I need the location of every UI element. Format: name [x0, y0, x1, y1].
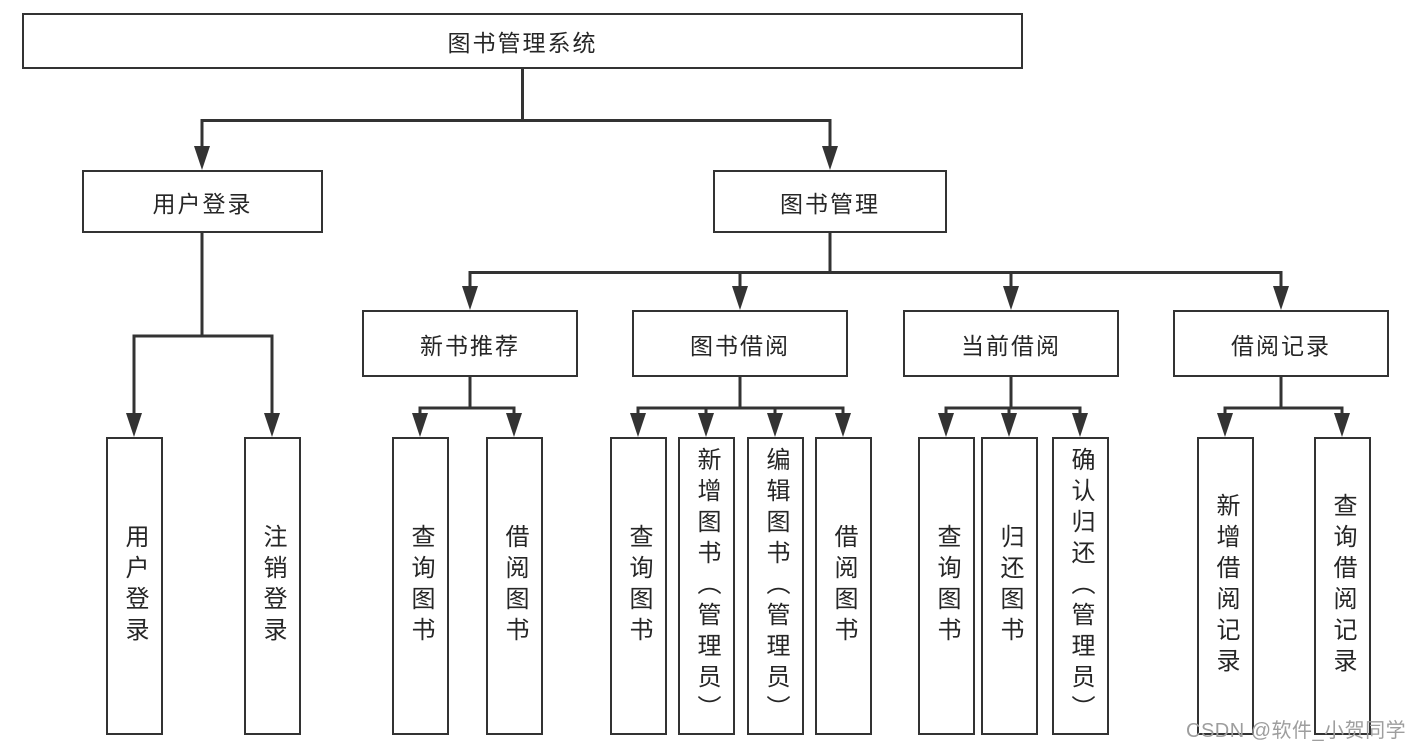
leaf-borrow-edit-book-admin: 编辑图书（管理员）	[746, 437, 804, 735]
leaf-current-return-book-label: 归还图书	[996, 524, 1023, 648]
leaf-borrow-query-book: 查询图书	[609, 437, 667, 735]
connector-user-login-to-leaves	[132, 233, 274, 415]
node-book-management-label: 图书管理	[780, 190, 880, 217]
connector-root-to-level2	[200, 69, 832, 148]
arrowheads-level3	[462, 286, 1289, 310]
leaf-records-add-record-label: 新增借阅记录	[1212, 493, 1239, 679]
node-user-login-label: 用户登录	[152, 190, 253, 217]
leaf-current-confirm-return-admin: 确认归还（管理员）	[1051, 437, 1109, 735]
leaf-logout-login-label: 注销登录	[259, 524, 286, 648]
csdn-watermark: CSDN @软件_小贺同学	[1186, 720, 1405, 742]
leaf-borrow-query-book-label: 查询图书	[625, 524, 652, 648]
leaf-borrow-add-book-admin-label: 新增图书（管理员）	[693, 446, 720, 726]
node-new-book-recommend-label: 新书推荐	[420, 332, 520, 359]
leaf-records-query-record: 查询借阅记录	[1313, 437, 1371, 735]
leaf-newbook-borrow-book: 借阅图书	[485, 437, 543, 735]
leaf-user-login-label: 用户登录	[121, 524, 148, 648]
node-book-borrow: 图书借阅	[632, 310, 848, 377]
leaf-current-return-book: 归还图书	[980, 437, 1038, 735]
node-root-label: 图书管理系统	[447, 30, 598, 56]
leaf-borrow-edit-book-admin-label: 编辑图书（管理员）	[762, 446, 789, 726]
leaf-newbook-borrow-book-label: 借阅图书	[501, 524, 528, 648]
leaf-borrow-borrow-book-label: 借阅图书	[830, 524, 857, 648]
node-book-borrow-label: 图书借阅	[690, 332, 790, 359]
leaf-records-add-record: 新增借阅记录	[1196, 437, 1254, 735]
node-borrow-records-label: 借阅记录	[1231, 332, 1331, 359]
node-current-borrow-label: 当前借阅	[961, 332, 1061, 359]
leaf-newbook-query-book-label: 查询图书	[407, 524, 434, 648]
arrowheads-user-login-leaves	[126, 413, 280, 437]
node-borrow-records: 借阅记录	[1173, 310, 1389, 377]
leaf-borrow-add-book-admin: 新增图书（管理员）	[677, 437, 735, 735]
node-current-borrow: 当前借阅	[903, 310, 1119, 377]
leaf-logout-login: 注销登录	[243, 437, 301, 735]
arrowheads-leaves	[412, 413, 1350, 437]
node-root-library-management-system: 图书管理系统	[22, 13, 1023, 69]
connector-book-management-to-level3	[468, 233, 1283, 289]
leaf-current-query-book: 查询图书	[917, 437, 975, 735]
leaf-borrow-borrow-book: 借阅图书	[814, 437, 872, 735]
arrowheads-level2	[194, 146, 838, 170]
connector-current-borrow-to-leaves	[944, 377, 1082, 416]
leaf-user-login: 用户登录	[105, 437, 163, 735]
leaf-records-query-record-label: 查询借阅记录	[1329, 493, 1356, 679]
connector-book-borrow-to-leaves	[636, 377, 845, 416]
connector-borrow-records-to-leaves	[1223, 377, 1344, 416]
leaf-newbook-query-book: 查询图书	[391, 437, 449, 735]
connector-new-book-to-leaves	[418, 377, 516, 416]
node-new-book-recommend: 新书推荐	[362, 310, 578, 377]
node-user-login: 用户登录	[82, 170, 323, 233]
leaf-current-confirm-return-admin-label: 确认归还（管理员）	[1067, 446, 1094, 726]
leaf-current-query-book-label: 查询图书	[933, 524, 960, 648]
node-book-management: 图书管理	[713, 170, 947, 233]
